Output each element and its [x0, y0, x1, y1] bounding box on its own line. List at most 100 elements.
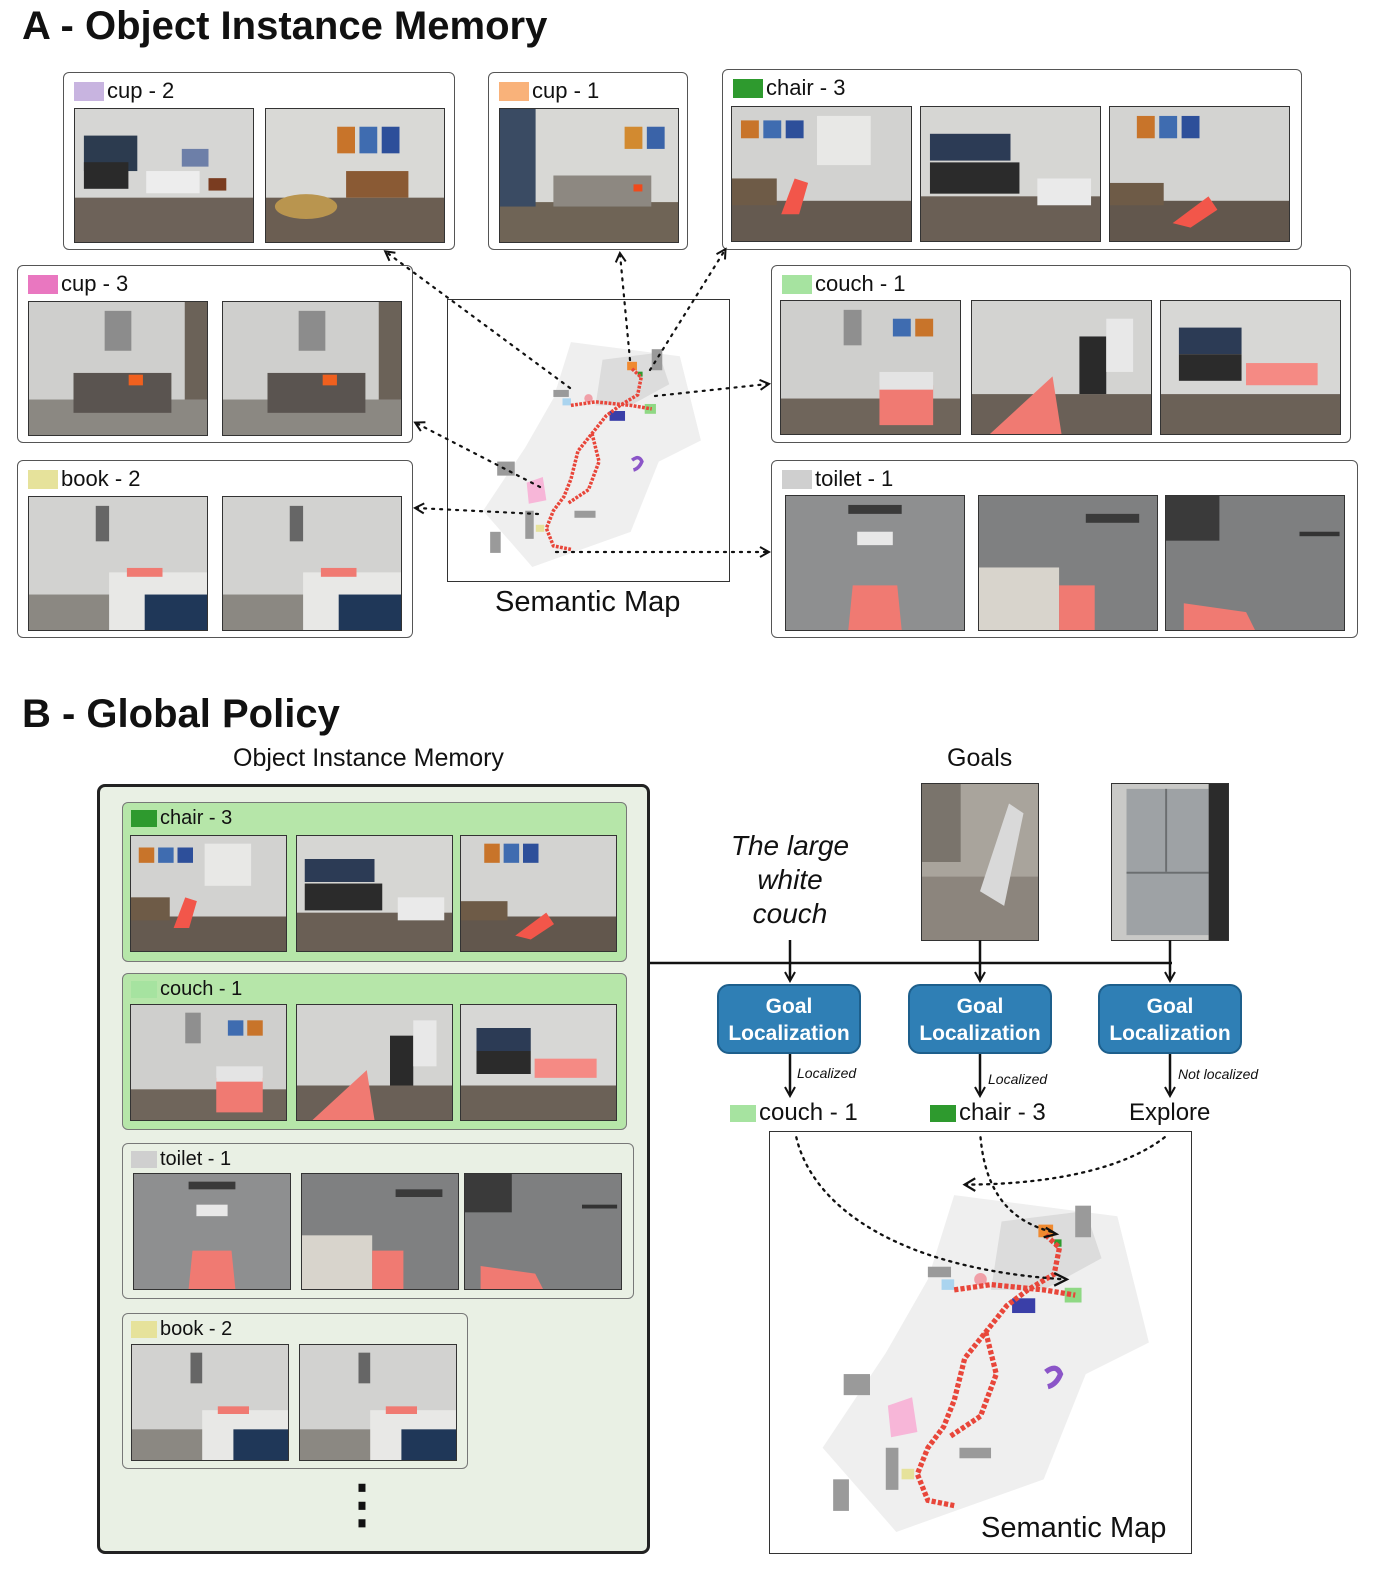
memory-card-cup-2[interactable]: cup - 2 — [63, 72, 455, 250]
arrow-to-chair-3 — [648, 250, 725, 372]
memory-card-book-2[interactable]: book - 2 — [122, 1313, 468, 1469]
observation-image — [780, 300, 961, 435]
card-label: couch - 1 — [782, 271, 906, 297]
memory-card-toilet-1[interactable]: toilet - 1 — [771, 460, 1358, 638]
more-items-ellipsis: ⋮ — [336, 1476, 388, 1534]
scene-drawing — [300, 1345, 456, 1460]
card-label-text: cup - 2 — [107, 78, 175, 103]
section-b-title: B - Global Policy — [22, 692, 340, 736]
memory-panel[interactable]: chair - 3 couch - 1 toilet - 1 book - 2 … — [97, 784, 650, 1554]
memory-card-couch-1[interactable]: couch - 1 — [122, 973, 627, 1130]
arrow-to-cup-2 — [386, 252, 572, 390]
observation-image — [301, 1173, 459, 1290]
observation-image — [978, 495, 1158, 631]
arrow-explore-to-map — [963, 1136, 1166, 1186]
card-label-text: couch - 1 — [160, 978, 243, 1000]
memory-card-cup-1[interactable]: cup - 1 — [488, 72, 688, 250]
observation-image — [785, 495, 965, 631]
text-goal-line: couch — [752, 898, 828, 929]
arrow-to-couch-1 — [653, 384, 768, 398]
card-label: book - 2 — [28, 466, 141, 492]
memory-card-cup-3[interactable]: cup - 3 — [17, 265, 413, 443]
observation-image — [131, 1344, 289, 1461]
observation-image — [28, 301, 208, 436]
scene-drawing — [921, 107, 1100, 241]
card-label: cup - 1 — [499, 78, 599, 104]
memory-card-toilet-1[interactable]: toilet - 1 — [122, 1143, 634, 1299]
scene-drawing — [75, 109, 253, 242]
card-label-text: book - 2 — [160, 1318, 233, 1340]
color-swatch — [131, 1151, 157, 1168]
color-swatch — [131, 981, 157, 998]
card-label: cup - 2 — [74, 78, 174, 104]
button-label: Localization — [919, 1022, 1041, 1045]
observation-image — [130, 1004, 287, 1121]
semantic-map-a — [447, 299, 730, 582]
card-label: toilet - 1 — [782, 466, 893, 492]
memory-card-chair-3[interactable]: chair - 3 — [722, 69, 1302, 250]
button-label: Goal — [956, 995, 1004, 1018]
observation-image — [222, 496, 402, 631]
color-swatch — [730, 1104, 756, 1122]
arrow-to-cup-3 — [416, 423, 542, 489]
scene-drawing — [302, 1174, 458, 1289]
card-label: chair - 3 — [733, 75, 845, 101]
section-a-arrows — [0, 0, 1378, 660]
scene-drawing — [922, 784, 1038, 940]
result-couch-1: couch - 1 — [730, 1099, 858, 1127]
card-label-text: chair - 3 — [160, 807, 233, 829]
text-goal: The large white couch — [705, 829, 875, 931]
memory-card-book-2[interactable]: book - 2 — [17, 460, 413, 638]
color-swatch — [499, 81, 529, 101]
semantic-map-b — [769, 1131, 1192, 1554]
card-label: chair - 3 — [131, 807, 232, 830]
memory-card-couch-1[interactable]: couch - 1 — [771, 265, 1351, 443]
scene-drawing — [132, 1345, 288, 1460]
button-label: Goal — [1146, 995, 1194, 1018]
color-swatch — [131, 1321, 157, 1338]
scene-drawing — [223, 302, 401, 435]
observation-image — [74, 108, 254, 243]
scene-drawing — [266, 109, 444, 242]
scene-drawing — [786, 496, 964, 630]
arrow-couch-to-map — [795, 1136, 1066, 1281]
card-label: toilet - 1 — [131, 1148, 231, 1171]
scene-drawing — [1112, 784, 1228, 940]
goals-title: Goals — [947, 744, 1013, 772]
observation-image — [731, 106, 912, 242]
observation-image — [920, 106, 1101, 242]
status-label-3: Not localized — [1178, 1066, 1259, 1082]
observation-image — [1165, 495, 1345, 631]
observation-image — [299, 1344, 457, 1461]
memory-card-chair-3[interactable]: chair - 3 — [122, 802, 627, 962]
card-label: couch - 1 — [131, 978, 242, 1001]
color-swatch — [28, 274, 58, 294]
card-label-text: chair - 3 — [766, 75, 846, 100]
color-swatch — [782, 274, 812, 294]
observation-image — [460, 835, 617, 952]
color-swatch — [28, 469, 58, 489]
scene-drawing — [500, 109, 678, 242]
observation-image — [296, 1004, 453, 1121]
observation-image — [133, 1173, 291, 1290]
card-label-text: toilet - 1 — [815, 466, 894, 491]
goal-image-chair — [921, 783, 1039, 941]
status-label-1: Localized — [797, 1065, 857, 1081]
scene-drawing — [732, 107, 911, 241]
observation-image — [499, 108, 679, 243]
scene-drawing — [461, 836, 616, 951]
result-text: couch - 1 — [759, 1099, 858, 1126]
result-text: Explore — [1129, 1099, 1211, 1126]
semantic-map-graphic — [483, 342, 701, 567]
scene-drawing — [297, 836, 452, 951]
scene-drawing — [131, 1005, 286, 1120]
observation-image — [464, 1173, 622, 1290]
scene-drawing — [979, 496, 1157, 630]
card-label: book - 2 — [131, 1318, 232, 1341]
button-label: Goal — [765, 995, 813, 1018]
result-explore: Explore — [1129, 1099, 1210, 1127]
